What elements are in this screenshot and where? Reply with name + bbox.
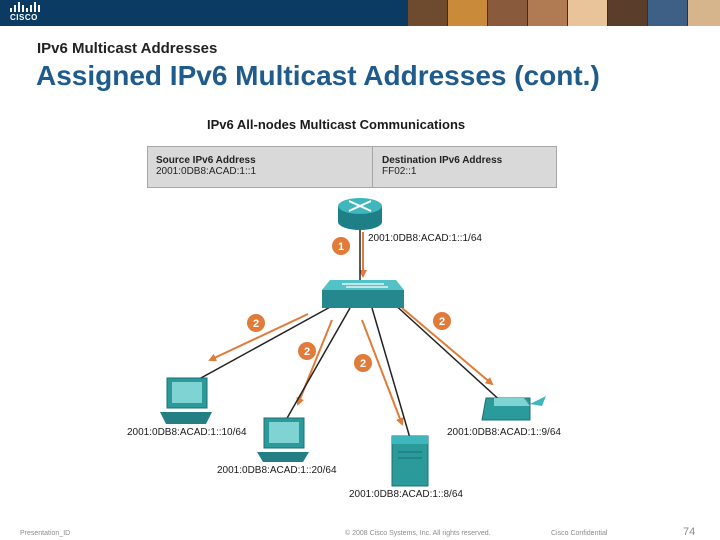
banner-photo-4 (568, 0, 607, 26)
pc-middle-icon (257, 417, 309, 462)
destination-column: Destination IPv6 Address FF02::1 (382, 155, 502, 177)
banner-photo-5 (608, 0, 647, 26)
router-address-label: 2001:0DB8:ACAD:1::1/64 (368, 233, 482, 244)
step-badge-two-right-text: 2 (439, 316, 445, 328)
link-switch-printer (391, 301, 505, 405)
source-value: 2001:0DB8:ACAD:1::1 (156, 166, 257, 177)
destination-value: FF02::1 (382, 166, 417, 177)
source-header: Source IPv6 Address (156, 155, 256, 166)
pc-left-address-label: 2001:0DB8:ACAD:1::10/64 (127, 427, 247, 438)
step-badge-two-left-text: 2 (253, 318, 259, 330)
banner-photo-1 (448, 0, 487, 26)
banner-photo-6 (648, 0, 687, 26)
banner-photo-3 (528, 0, 567, 26)
diagram-title: IPv6 All-nodes Multicast Communications (207, 117, 466, 132)
pc-left-icon (160, 377, 212, 424)
step-badge-two-server-text: 2 (360, 358, 366, 370)
step-badge-two-middle-text: 2 (304, 346, 310, 358)
footer-confidential: Cisco Confidential (551, 530, 608, 537)
server-address-label: 2001:0DB8:ACAD:1::8/64 (349, 489, 463, 500)
table-divider (372, 147, 373, 187)
source-column: Source IPv6 Address 2001:0DB8:ACAD:1::1 (156, 155, 256, 177)
printer-address-label: 2001:0DB8:ACAD:1::9/64 (447, 427, 561, 438)
link-switch-pc-left (189, 305, 333, 385)
router-icon (338, 198, 382, 230)
arrow-to-server (361, 319, 404, 426)
step-badge-two-left: 2 (247, 314, 265, 332)
banner-photo-0 (408, 0, 447, 26)
switch-icon (322, 280, 404, 308)
step-badge-one-text: 1 (338, 241, 344, 253)
pc-middle-address-label: 2001:0DB8:ACAD:1::20/64 (217, 465, 337, 476)
footer-presentation-id: Presentation_ID (20, 530, 71, 537)
step-badge-two-right: 2 (433, 312, 451, 330)
header-banner: CISCO (0, 0, 720, 26)
link-switch-pc-middle (285, 307, 351, 421)
banner-photo-2 (488, 0, 527, 26)
server-icon (391, 435, 429, 487)
cisco-logo-icon (10, 2, 40, 12)
logo-text: CISCO (10, 13, 38, 22)
link-switch-server (371, 307, 411, 439)
step-badge-one: 1 (332, 237, 350, 255)
banner-photo-strip (408, 0, 720, 26)
slide-subtitle: IPv6 Multicast Addresses (37, 40, 218, 57)
step-badge-two-middle: 2 (298, 342, 316, 360)
arrow-to-printer (401, 307, 494, 386)
address-table: Source IPv6 Address 2001:0DB8:ACAD:1::1 … (147, 146, 557, 188)
destination-header: Destination IPv6 Address (382, 155, 503, 166)
printer-icon (481, 396, 546, 421)
footer-copyright: © 2008 Cisco Systems, Inc. All rights re… (345, 530, 491, 537)
step-badge-two-server: 2 (354, 354, 372, 372)
page-number: 74 (683, 526, 696, 538)
slide-title: Assigned IPv6 Multicast Addresses (cont.… (36, 60, 600, 91)
banner-photo-7 (688, 0, 720, 26)
arrow-to-pc-left (208, 313, 309, 362)
